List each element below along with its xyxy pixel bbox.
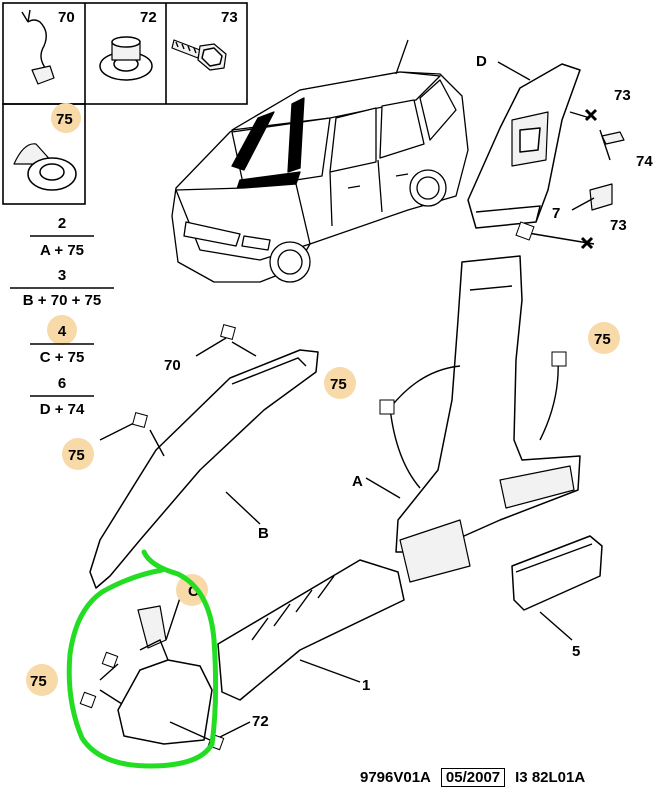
green-annotation-circle (66, 549, 219, 769)
callout-1: 1 (362, 677, 370, 694)
highlight-75-a (324, 367, 356, 399)
legend-bottom-3: B + 70 + 75 (23, 292, 101, 309)
callout-72: 72 (252, 713, 269, 730)
inset-label-75: 75 (56, 111, 73, 128)
legend-top-3: 3 (58, 267, 66, 284)
inset-label-72: 72 (140, 9, 157, 26)
footer-code: 9796V01A (360, 768, 431, 786)
part-a-b-pillar-trim (395, 255, 581, 553)
callout-74: 74 (636, 153, 653, 170)
callout-d: D (476, 53, 487, 70)
part-5-sill-end (511, 535, 603, 611)
highlight-75-d (26, 664, 58, 696)
leader-lines (99, 61, 611, 741)
part-7-clip (589, 183, 613, 211)
legend-top-4: 4 (58, 323, 67, 340)
highlight-75-b (588, 322, 620, 354)
part-c-lower-a-pillar (117, 659, 213, 745)
callout-labels: 70 75 75 75 75 B A C D 73 73 74 7 1 5 72 (30, 53, 653, 730)
highlight-75-inset (51, 103, 81, 133)
legend-highlight-4 (47, 315, 77, 345)
inset-72: 72 (99, 9, 157, 81)
legend: 2 A + 75 3 B + 70 + 75 4 C + 75 6 D + 74 (10, 215, 114, 418)
footer-ref: I3 82L01A (515, 768, 586, 786)
callout-c: C (188, 583, 199, 600)
car-illustration (171, 39, 469, 283)
inset-73: 73 (171, 9, 238, 71)
legend-bottom-6: D + 74 (40, 401, 85, 418)
inset-label-73: 73 (221, 9, 238, 26)
callout-a: A (352, 473, 363, 490)
footer: 9796V01A 05/2007 I3 82L01A (360, 766, 585, 788)
connector-icon (21, 9, 31, 23)
callout-5: 5 (572, 643, 580, 660)
callout-73-b: 73 (610, 217, 627, 234)
wire-icon (27, 19, 51, 77)
inset-70: 70 (21, 9, 81, 133)
inset-label-70: 70 (58, 9, 75, 26)
footer-date: 05/2007 (440, 767, 506, 787)
callout-7: 7 (552, 205, 560, 222)
callout-73-a: 73 (614, 87, 631, 104)
screw-x-marks (580, 108, 598, 250)
inset-grid: 70 72 73 75 (2, 2, 248, 205)
callout-75-d: 75 (30, 673, 47, 690)
legend-bottom-4: C + 75 (40, 349, 85, 366)
part-1-sill-trim (217, 559, 405, 701)
callout-b: B (258, 525, 269, 542)
highlight-75-c (62, 438, 94, 470)
clip-icon (31, 65, 55, 85)
part-74-clip (601, 131, 625, 145)
callout-75-c: 75 (68, 447, 85, 464)
callout-75-b: 75 (594, 331, 611, 348)
a-pillar-highlight (231, 111, 275, 171)
callout-75-a: 75 (330, 376, 347, 393)
legend-bottom-2: A + 75 (40, 242, 84, 259)
inset-75: 75 (13, 111, 77, 191)
legend-top-2: 2 (58, 215, 66, 232)
part-b-a-pillar-trim (89, 349, 319, 589)
legend-top-6: 6 (58, 375, 66, 392)
callout-70: 70 (164, 357, 181, 374)
